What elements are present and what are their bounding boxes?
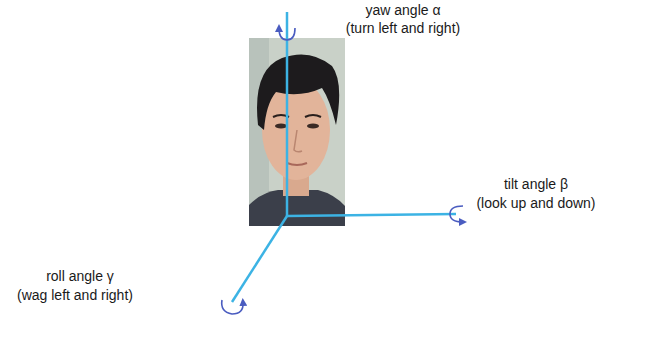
rotation-arrows: [222, 28, 463, 314]
angle-label: roll angle γ: [46, 268, 114, 285]
angle-label: tilt angle β: [504, 176, 568, 193]
axis-lines: [232, 12, 456, 302]
face-photo: [249, 38, 345, 226]
angle-label: yaw angle α: [365, 2, 440, 19]
angle-description: (look up and down): [476, 195, 595, 212]
angle-description: (turn left and right): [346, 20, 460, 37]
angle-description: (wag left and right): [17, 287, 133, 304]
